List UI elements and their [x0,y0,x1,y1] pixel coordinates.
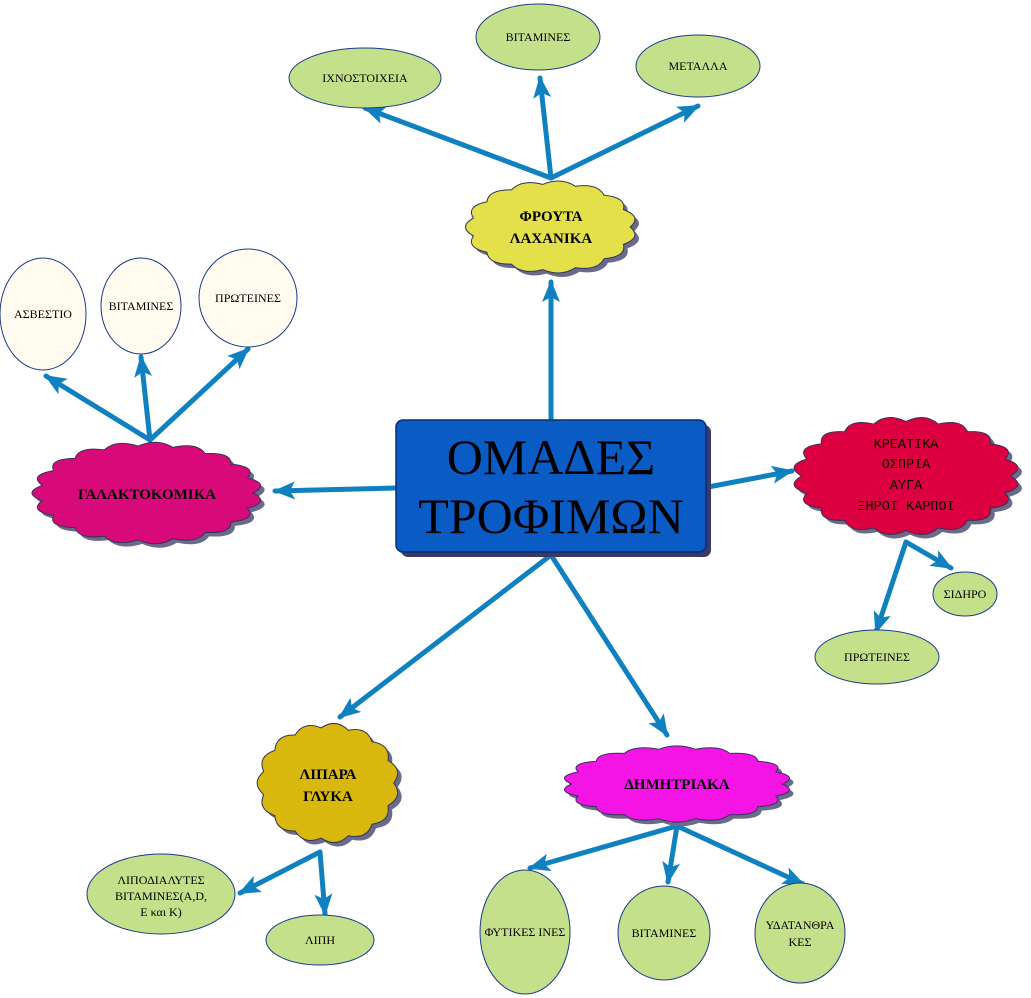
arrow-fats-to-lipids [314,849,333,917]
arrow-fruits-to-vitamins [533,75,554,181]
dairy-cloud [31,441,262,545]
arrows-layer [43,75,954,917]
fats-item-fat-soluble-vitamins-line-2: ΒΙΤΑΜΙΝΕΣ(A,D, [115,889,207,903]
arrow-meat-to-proteins [873,539,909,635]
fats-label-line-1: ΛΙΠΑΡΑ [300,767,357,783]
fats-item-lipids-label: ΛΙΠΗ [305,933,335,947]
fruits-item-vitamins-label: ΒΙΤΑΜΙΝΕΣ [506,30,571,44]
group-cereals: ΔΗΜΗΤΡΙΑΚΑ [564,745,794,827]
fruits-item-vitamins: ΒΙΤΑΜΙΝΕΣ [475,3,601,71]
fats-cloud [256,723,399,843]
cereals-item-carbs-line-2: ΚΕΣ [789,935,812,949]
arrow-dairy-to-proteins [147,346,251,443]
center-box [395,419,707,553]
dairy-item-vitamins-label: ΒΙΤΑΜΙΝΕΣ [109,299,174,313]
group-dairy: ΓΑΛΑΚΤΟΚΟΜΙΚΑ [31,441,265,548]
center-title-line-2: ΤΡΟΦΙΜΩΝ [418,488,683,544]
cereals-item-vitamins-label: ΒΙΤΑΜΙΝΕΣ [632,926,697,940]
fruits-label-line-2: ΛΑΧΑΝΙΚΑ [510,231,593,247]
meat-item-proteins-label: ΠΡΩΤΕΙΝΕΣ [844,650,910,664]
dairy-item-calcium-label: ΑΣΒΕΣΤΙΟ [14,307,72,321]
cereals-item-carbohydrates: ΥΔΑΤΑΝΘΡΑ ΚΕΣ [754,882,846,984]
arrow-center-to-meat [705,465,795,490]
dairy-item-proteins-label: ΠΡΩΤΕΙΝΕΣ [215,291,281,305]
arrow-dairy-to-vitamins [134,354,153,443]
fruits-cloud [465,180,636,274]
dairy-label: ΓΑΛΑΚΤΟΚΟΜΙΚΑ [78,487,216,503]
fats-item-fat-soluble-vitamins: ΛΙΠΟΔΙΑΛΥΤΕΣ ΒΙΤΑΜΙΝΕΣ(A,D, E και K) [86,853,236,935]
dairy-item-calcium: ΑΣΒΕΣΤΙΟ [0,257,87,371]
arrow-cereals-to-carbs [674,823,806,887]
cereals-label: ΔΗΜΗΤΡΙΑΚΑ [624,777,729,793]
fruits-label-line-1: ΦΡΟΥΤΑ [519,209,582,225]
arrow-center-to-fats [337,552,554,720]
center-title-line-1: ΟΜΑΔΕΣ [447,429,655,485]
arrow-center-to-dairy [272,481,399,500]
meat-label-line-4: ΞΗΡΟΙ ΚΑΡΠΟΙ [857,500,954,515]
cereals-item-fiber: ΦΥΤΙΚΕΣ ΙΝΕΣ [479,869,571,995]
arrow-fruits-to-trace-elements [362,105,554,181]
meat-label-line-2: ΟΣΠΡΙΑ [882,458,932,473]
group-fats-sweets: ΛΙΠΑΡΑ ΓΛΥΚΑ [256,723,402,847]
arrow-dairy-to-calcium [43,373,153,443]
fruits-item-trace-elements-label: ΙΧΝΟΣΤΟΙΧΕΙΑ [322,71,408,85]
group-meat: ΚΡΕΑΤΙΚΑ ΟΣΠΡΙΑ ΑΥΓΑ ΞΗΡΟΙ ΚΑΡΠΟΙ [793,417,1022,539]
arrow-cereals-to-fiber [527,823,680,872]
cereals-cloud [564,745,790,823]
meat-item-iron: ΣΙΔΗΡΟ [932,571,998,617]
fruits-item-trace-elements: ΙΧΝΟΣΤΟΙΧΕΙΑ [288,47,442,109]
cereals-item-carbs-line-1: ΥΔΑΤΑΝΘΡΑ [766,918,835,932]
meat-label-line-1: ΚΡΕΑΤΙΚΑ [874,438,940,453]
group-fruits-vegetables: ΦΡΟΥΤΑ ΛΑΧΑΝΙΚΑ [465,180,639,278]
fruits-item-metals-label: ΜΕΤΑΛΛΑ [668,59,727,73]
meat-label-line-3: ΑΥΓΑ [890,479,923,494]
dairy-item-proteins: ΠΡΩΤΕΙΝΕΣ [198,248,298,348]
fats-item-lipids: ΛΙΠΗ [265,914,375,966]
dairy-item-vitamins: ΒΙΤΑΜΙΝΕΣ [100,257,182,355]
arrow-meat-to-iron [903,539,954,571]
fats-label-line-2: ΓΛΥΚΑ [303,789,353,805]
arrow-fruits-to-metals [548,103,701,181]
cereals-item-vitamins: ΒΙΤΑΜΙΝΕΣ [617,885,711,981]
meat-item-iron-label: ΣΙΔΗΡΟ [944,587,987,601]
leaves-layer: ΙΧΝΟΣΤΟΙΧΕΙΑ ΒΙΤΑΜΙΝΕΣ ΜΕΤΑΛΛΑ ΑΣΒΕΣΤΙΟ … [0,3,998,995]
arrow-center-to-cereals [548,552,670,738]
fruits-item-metals: ΜΕΤΑΛΛΑ [635,34,761,98]
fats-item-fat-soluble-vitamins-line-3: E και K) [140,905,181,919]
meat-item-proteins: ΠΡΩΤΕΙΝΕΣ [814,629,940,685]
arrow-cereals-to-vitamins [662,823,681,885]
arrow-fats-to-fat-soluble-vitamins [237,849,323,896]
clouds-layer: ΦΡΟΥΤΑ ΛΑΧΑΝΙΚΑ ΓΑΛΑΚΤΟΚΟΜΙΚΑ ΚΡΕΑΤΙΚΑ Ο… [31,180,1022,847]
center-node: ΟΜΑΔΕΣ ΤΡΟΦΙΜΩΝ [395,419,711,557]
meat-cloud [793,417,1019,535]
fats-item-fat-soluble-vitamins-line-1: ΛΙΠΟΔΙΑΛΥΤΕΣ [117,873,204,887]
cereals-item-fiber-label: ΦΥΤΙΚΕΣ ΙΝΕΣ [485,925,566,939]
